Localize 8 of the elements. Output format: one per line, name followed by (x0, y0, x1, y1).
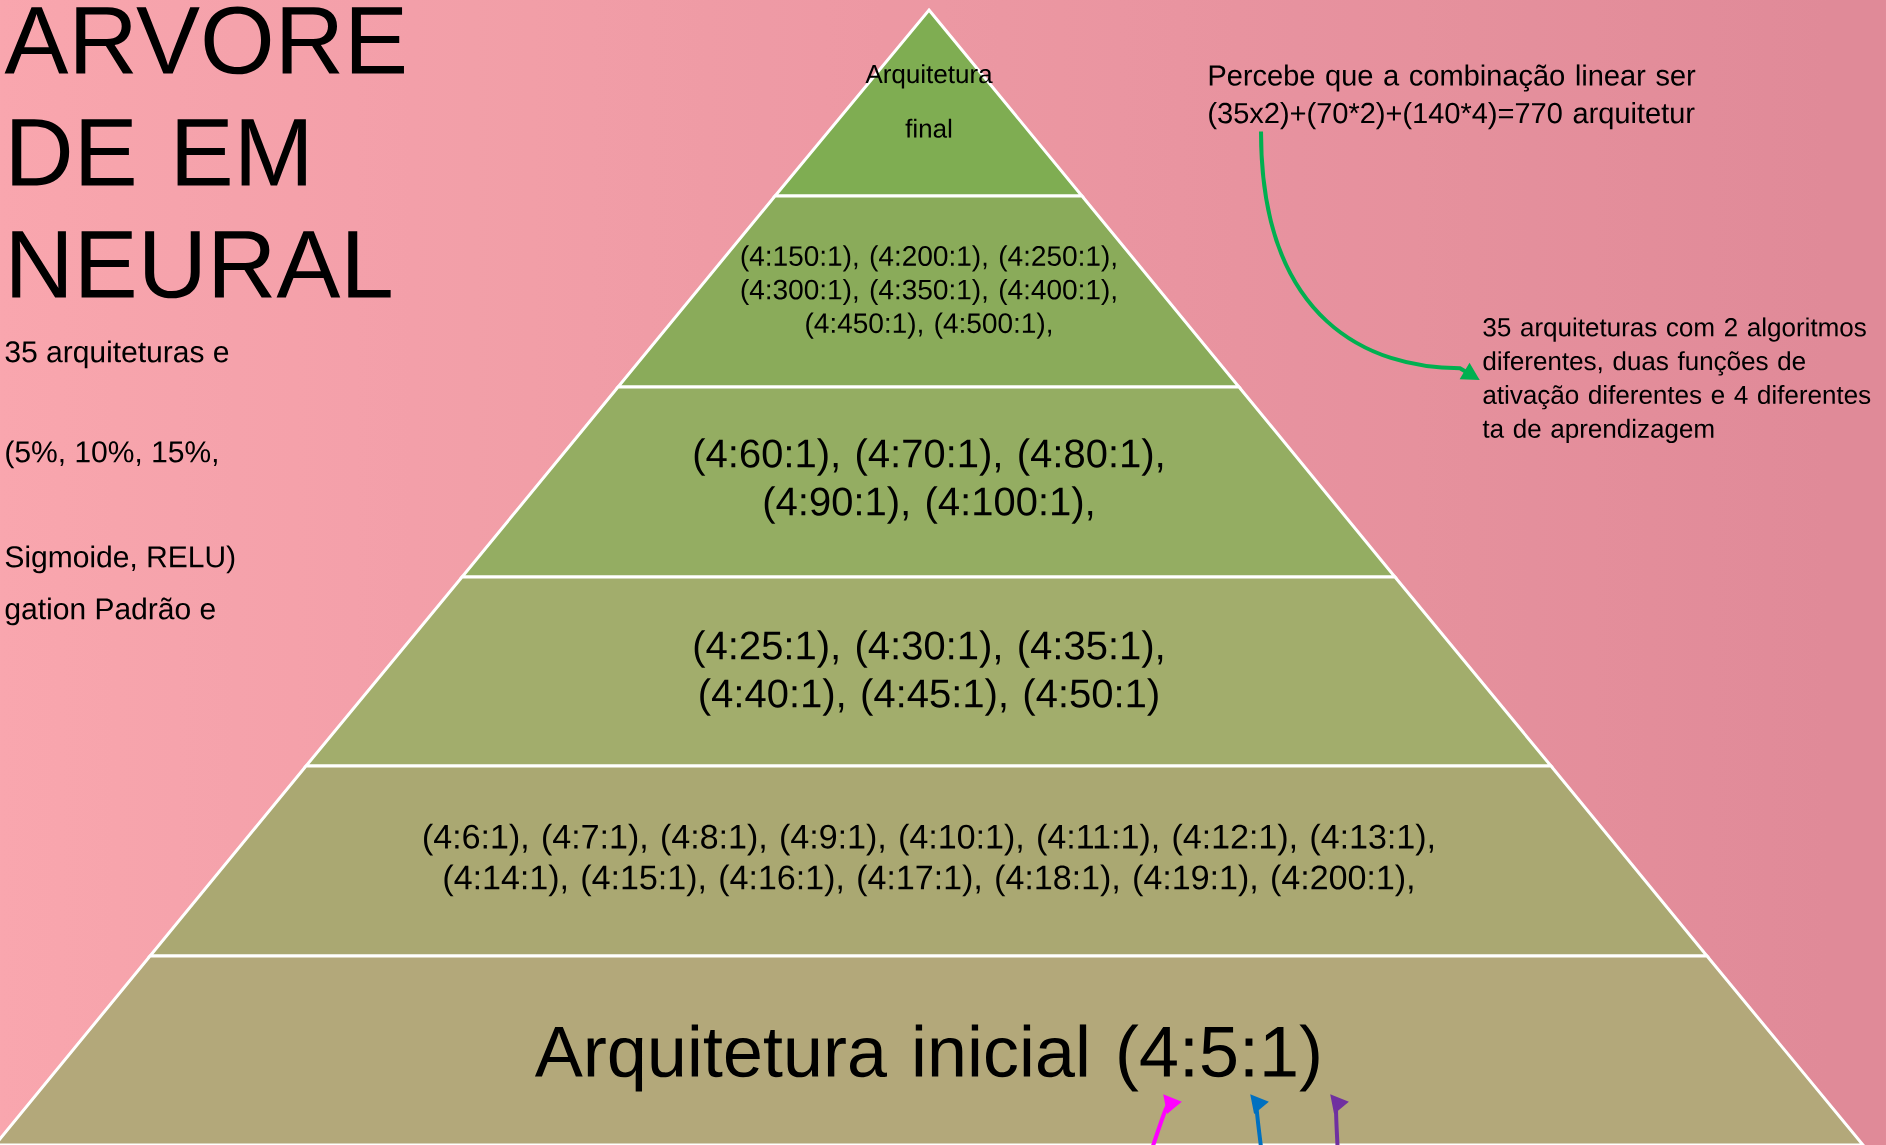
pyramid-level: Arquitetura inicial (4:5:1) (0, 954, 1867, 1145)
body-text: 35 arquiteturas e (5, 340, 229, 369)
body-text: (5%, 10%, 15%, (6, 440, 217, 469)
body-text: Sigmoide, RELU) (5, 545, 235, 574)
note-text: 35 arquiteturas com 2 algoritmos diferentes, duas funções de ativação diferentes e 4 diferentes ta de aprendizagem (1482, 317, 1871, 444)
note-text: Percebe que a combinação linear ser (35x2)+(70*2)+(140*4)=770 arquitetur (1209, 64, 1696, 130)
body-text: gation Padrão e (5, 597, 215, 626)
title: ARVORE DE EM NEURAL (4, 6, 404, 299)
